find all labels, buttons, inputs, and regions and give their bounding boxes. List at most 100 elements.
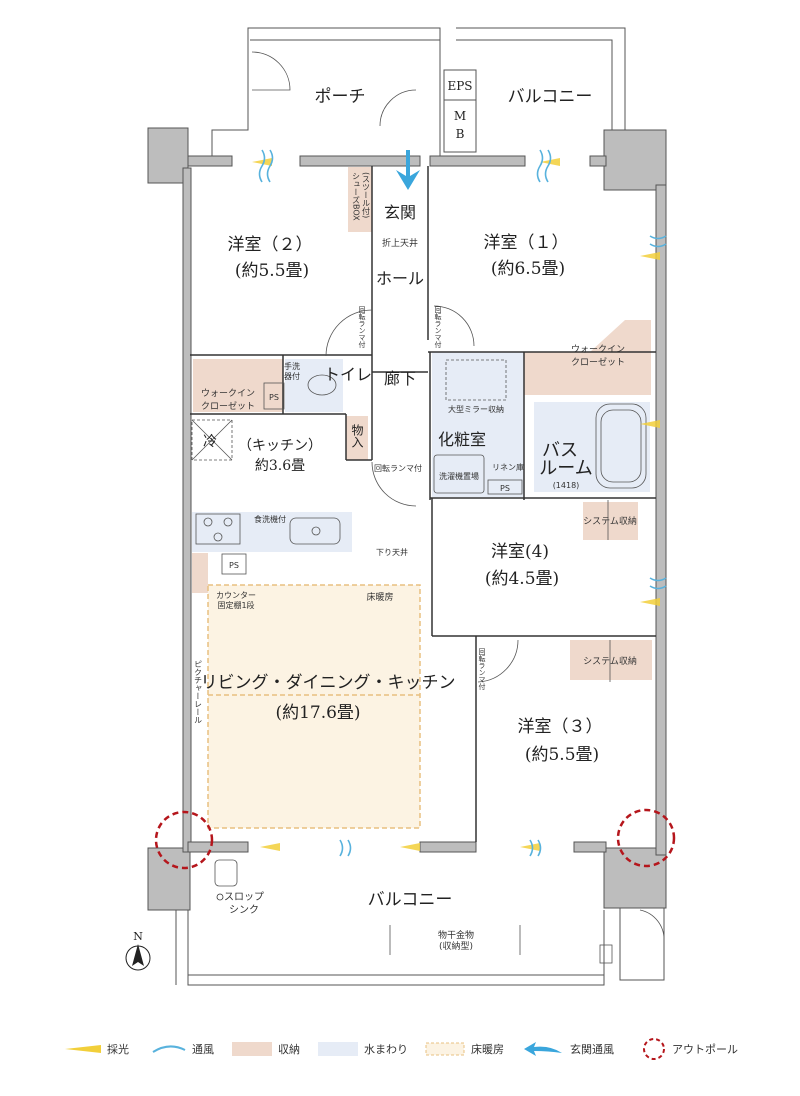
ps-a-label: PS [269,393,279,402]
slop-sink-label-2: シンク [229,904,259,916]
picture-rail-label: ピクチャーレール [194,660,203,724]
system-storage-a-fill [583,502,638,540]
counter-label-2: 固定棚1段 [217,600,254,610]
system-storage-a-label: システム収納 [583,515,637,527]
system-storage-b-fill [570,640,652,680]
floor-plan: ポーチ バルコニー EPS M B シューズBOX (スツール付) 玄関 折上天… [125,27,676,986]
storage-fill [346,416,368,460]
kitchen-name: （キッチン） [238,438,322,454]
legend-storage: 収納 [232,1038,300,1060]
bathtub [595,403,647,489]
counter-label-1: カウンター [216,591,256,600]
shoes-box-label: シューズBOX [352,172,361,221]
dishwasher-label: 食洗機付 [254,514,286,524]
slop-sink [214,859,238,887]
ps-a-box [263,382,285,410]
laundry-pan [433,454,485,494]
floor-heating-label: 床暖房 [366,591,393,603]
kitchen-counter-fill [192,512,352,552]
hand-wash-label-1: 手洗 [284,361,300,371]
lamp-note-b: 回転ランマ付 [434,306,442,349]
western4-name: 洋室(4) [491,542,549,562]
outpole-right [616,808,676,868]
legend: 採光 通風 収納 水まわり 床暖房 玄関通風 アウトポール [0,1030,800,1070]
western1-name: 洋室（１） [484,233,569,253]
counter-fill [192,553,208,593]
western3-size: (約5.5畳) [525,745,599,765]
powder-room-fill [432,352,524,497]
ps-b-label: PS [500,484,510,493]
folding-ceiling-label: 折上天井 [382,237,418,249]
ps-c-label: PS [229,561,239,570]
toilet-bowl [307,374,337,396]
entrance-label: 玄関 [384,203,416,222]
ps-c-box [221,553,247,575]
linen-label: リネン庫 [492,462,524,472]
entrance-vent-arrow [396,150,420,190]
bath-size-label: (1418) [553,481,580,490]
legend-ventilation: 通風 [152,1038,214,1060]
kitchen-size: 約3.6畳 [255,458,305,474]
mb-label-m: M [454,109,466,123]
ldk-size: (約17.6畳) [275,703,360,723]
outpole-left [154,810,214,870]
ldk-name: リビング・ダイニング・キッチン [201,673,456,693]
kitchen-sink [289,517,341,545]
outpole-icon [643,1038,665,1060]
floor-heating-fill [207,584,421,829]
ventilation-markers [258,149,667,857]
laundry-label: 洗濯機置場 [439,471,479,481]
mirror-cabinet [445,359,507,401]
walkin-left-label-1: ウォークイン [201,388,255,399]
walkin-right-label-1: ウォークイン [571,344,625,355]
legend-outpole: アウトポール [642,1038,738,1060]
big-mirror-label: 大型ミラー収納 [448,404,504,414]
balcony-top-label: バルコニー [508,87,593,107]
entrance-vent-arrow-icon [524,1042,562,1056]
western2-size: (約5.5畳) [235,261,309,281]
light-icon [65,1045,101,1053]
lamp-note-a: 回転ランマ付 [358,306,366,349]
drying-label-1: 物干金物 [438,929,474,941]
lowered-ceiling-label: 下り天井 [376,547,408,557]
water-swatch-icon [318,1042,358,1056]
legend-water: 水まわり [318,1038,408,1060]
hand-wash-label-2: 器付 [284,371,300,381]
system-storage-b-label: システム収納 [583,655,637,667]
walkin-right-fill [520,320,651,395]
toilet-fill [285,359,343,412]
walkin-right-label-2: クローゼット [571,356,625,368]
interior-walls [190,166,656,842]
balcony-bottom-label: バルコニー [368,890,453,910]
storage-swatch-icon [232,1042,272,1056]
lamp-note-d: 回転ランマ付 [478,648,486,691]
corridor-label: 廊下 [384,369,416,388]
hall-label: ホール [376,269,424,288]
porch-label: ポーチ [315,87,366,107]
ps-b-box [487,479,523,495]
fridge-label: 冷 [203,434,217,450]
walls [147,27,667,986]
bath-fill [534,402,650,492]
doors [251,51,665,941]
slop-sink-label-1: スロップ [224,891,264,903]
lamp-note-c: 回転ランマ付 [374,463,422,473]
north-arrow [125,944,151,971]
legend-light: 採光 [65,1038,129,1060]
floor-heating-swatch-icon [425,1042,465,1056]
north-label: N [133,930,143,943]
ventilation-icon [152,1045,186,1053]
mb-label-b: B [456,127,465,141]
western2-name: 洋室（２） [228,235,313,255]
walkin-left-fill [193,359,283,412]
fixtures [191,359,647,964]
powder-room-label: 化粧室 [438,430,486,449]
legend-entrance-vent: 玄関通風 [522,1038,614,1060]
drying-label-2: (収納型) [439,940,473,952]
eps-label: EPS [447,79,472,93]
toilet-label: トイレ [324,365,372,384]
western1-size: (約6.5畳) [491,259,565,279]
western4-size: (約4.5畳) [485,569,559,589]
slop-sink-dot [216,893,224,901]
walkin-left-label-2: クローゼット [201,400,255,412]
